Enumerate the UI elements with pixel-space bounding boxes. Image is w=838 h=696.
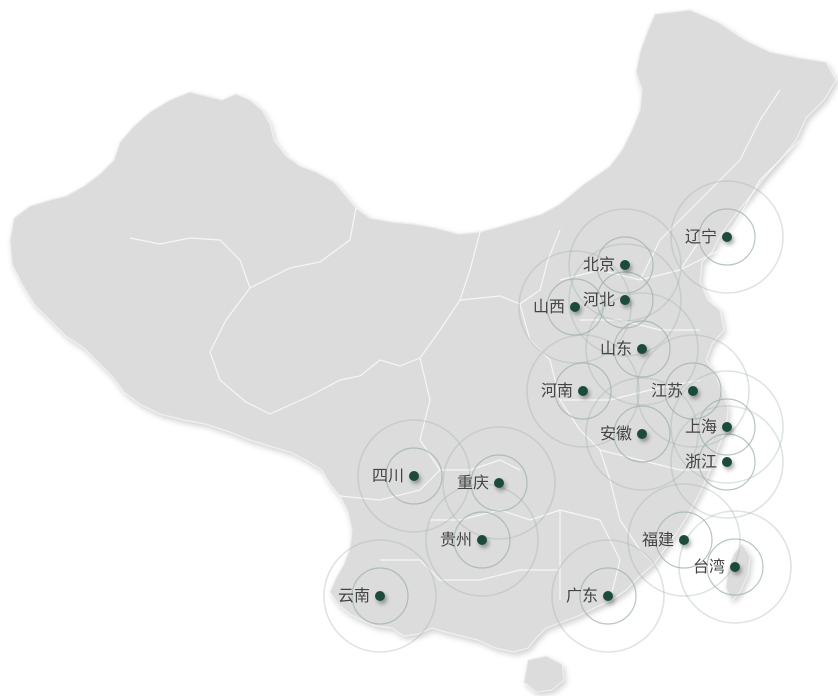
marker-label-yunnan: 云南 bbox=[337, 586, 370, 605]
marker-ring-inner-anhui bbox=[613, 405, 671, 463]
marker-ring-outer-shanghai bbox=[670, 370, 784, 484]
marker-ring-outer-zhejiang bbox=[670, 405, 784, 519]
marker-dot-yunnan[interactable] bbox=[375, 591, 385, 601]
marker-ring-outer-yunnan bbox=[323, 539, 437, 653]
marker-ring-inner-guangdong bbox=[579, 567, 637, 625]
marker-dots bbox=[375, 232, 740, 601]
marker-ring-inner-chongqing bbox=[470, 454, 528, 512]
province-borders bbox=[129, 89, 801, 601]
marker-ring-outer-jiangsu bbox=[636, 334, 750, 448]
marker-dot-shandong[interactable] bbox=[637, 344, 647, 354]
marker-dot-jiangsu[interactable] bbox=[688, 386, 698, 396]
marker-dot-liaoning[interactable] bbox=[722, 232, 732, 242]
marker-label-taiwan: 台湾 bbox=[692, 557, 725, 576]
marker-ring-outer-henan bbox=[526, 334, 640, 448]
marker-ring-inner-guizhou bbox=[453, 511, 511, 569]
marker-rings bbox=[323, 180, 792, 653]
marker-ring-outer-liaoning bbox=[670, 180, 784, 294]
marker-ring-outer-guizhou bbox=[425, 483, 539, 597]
marker-label-henan: 河南 bbox=[540, 381, 573, 400]
marker-dot-henan[interactable] bbox=[578, 386, 588, 396]
marker-dot-chongqing[interactable] bbox=[494, 478, 504, 488]
marker-label-beijing: 北京 bbox=[582, 255, 615, 274]
marker-dot-zhejiang[interactable] bbox=[722, 457, 732, 467]
country-landmass bbox=[9, 9, 837, 693]
marker-label-jiangsu: 江苏 bbox=[650, 381, 683, 400]
marker-ring-inner-jiangsu bbox=[664, 362, 722, 420]
marker-dot-guangdong[interactable] bbox=[603, 591, 613, 601]
marker-ring-inner-shanghai bbox=[698, 398, 756, 456]
marker-label-guangdong: 广东 bbox=[565, 586, 598, 605]
marker-ring-inner-beijing bbox=[596, 236, 654, 294]
marker-ring-outer-beijing bbox=[568, 208, 682, 322]
marker-dot-hebei[interactable] bbox=[620, 295, 630, 305]
marker-label-shanxi: 山西 bbox=[532, 297, 565, 316]
marker-dot-guizhou[interactable] bbox=[477, 535, 487, 545]
marker-ring-inner-henan bbox=[554, 362, 612, 420]
marker-dot-anhui[interactable] bbox=[637, 429, 647, 439]
marker-ring-outer-anhui bbox=[585, 377, 699, 491]
marker-ring-outer-shandong bbox=[585, 292, 699, 406]
marker-dot-beijing[interactable] bbox=[620, 260, 630, 270]
marker-ring-inner-sichuan bbox=[385, 447, 443, 505]
marker-ring-inner-zhejiang bbox=[698, 433, 756, 491]
marker-ring-outer-taiwan bbox=[678, 510, 792, 624]
marker-ring-outer-hebei bbox=[568, 243, 682, 357]
marker-ring-inner-taiwan bbox=[706, 538, 764, 596]
marker-ring-outer-sichuan bbox=[357, 419, 471, 533]
marker-ring-outer-chongqing bbox=[442, 426, 556, 540]
marker-label-zhejiang: 浙江 bbox=[684, 452, 717, 471]
marker-ring-inner-shandong bbox=[613, 320, 671, 378]
marker-ring-inner-shanxi bbox=[546, 278, 604, 336]
marker-ring-inner-hebei bbox=[596, 271, 654, 329]
marker-label-chongqing: 重庆 bbox=[456, 473, 489, 492]
marker-dot-sichuan[interactable] bbox=[409, 471, 419, 481]
marker-dot-fujian[interactable] bbox=[679, 535, 689, 545]
marker-ring-inner-fujian bbox=[655, 511, 713, 569]
marker-label-shandong: 山东 bbox=[599, 339, 632, 358]
marker-label-liaoning: 辽宁 bbox=[684, 227, 717, 246]
marker-dot-shanghai[interactable] bbox=[722, 422, 732, 432]
marker-label-fujian: 福建 bbox=[641, 530, 674, 549]
marker-dot-taiwan[interactable] bbox=[730, 562, 740, 572]
marker-label-hebei: 河北 bbox=[582, 290, 615, 309]
marker-ring-outer-guangdong bbox=[551, 539, 665, 653]
marker-ring-outer-shanxi bbox=[518, 250, 632, 364]
marker-ring-inner-yunnan bbox=[351, 567, 409, 625]
marker-dot-shanxi[interactable] bbox=[570, 302, 580, 312]
marker-label-guizhou: 贵州 bbox=[439, 530, 472, 549]
marker-label-anhui: 安徽 bbox=[599, 424, 632, 443]
marker-ring-inner-liaoning bbox=[698, 208, 756, 266]
marker-label-sichuan: 四川 bbox=[371, 466, 404, 485]
marker-label-shanghai: 上海 bbox=[684, 417, 717, 436]
